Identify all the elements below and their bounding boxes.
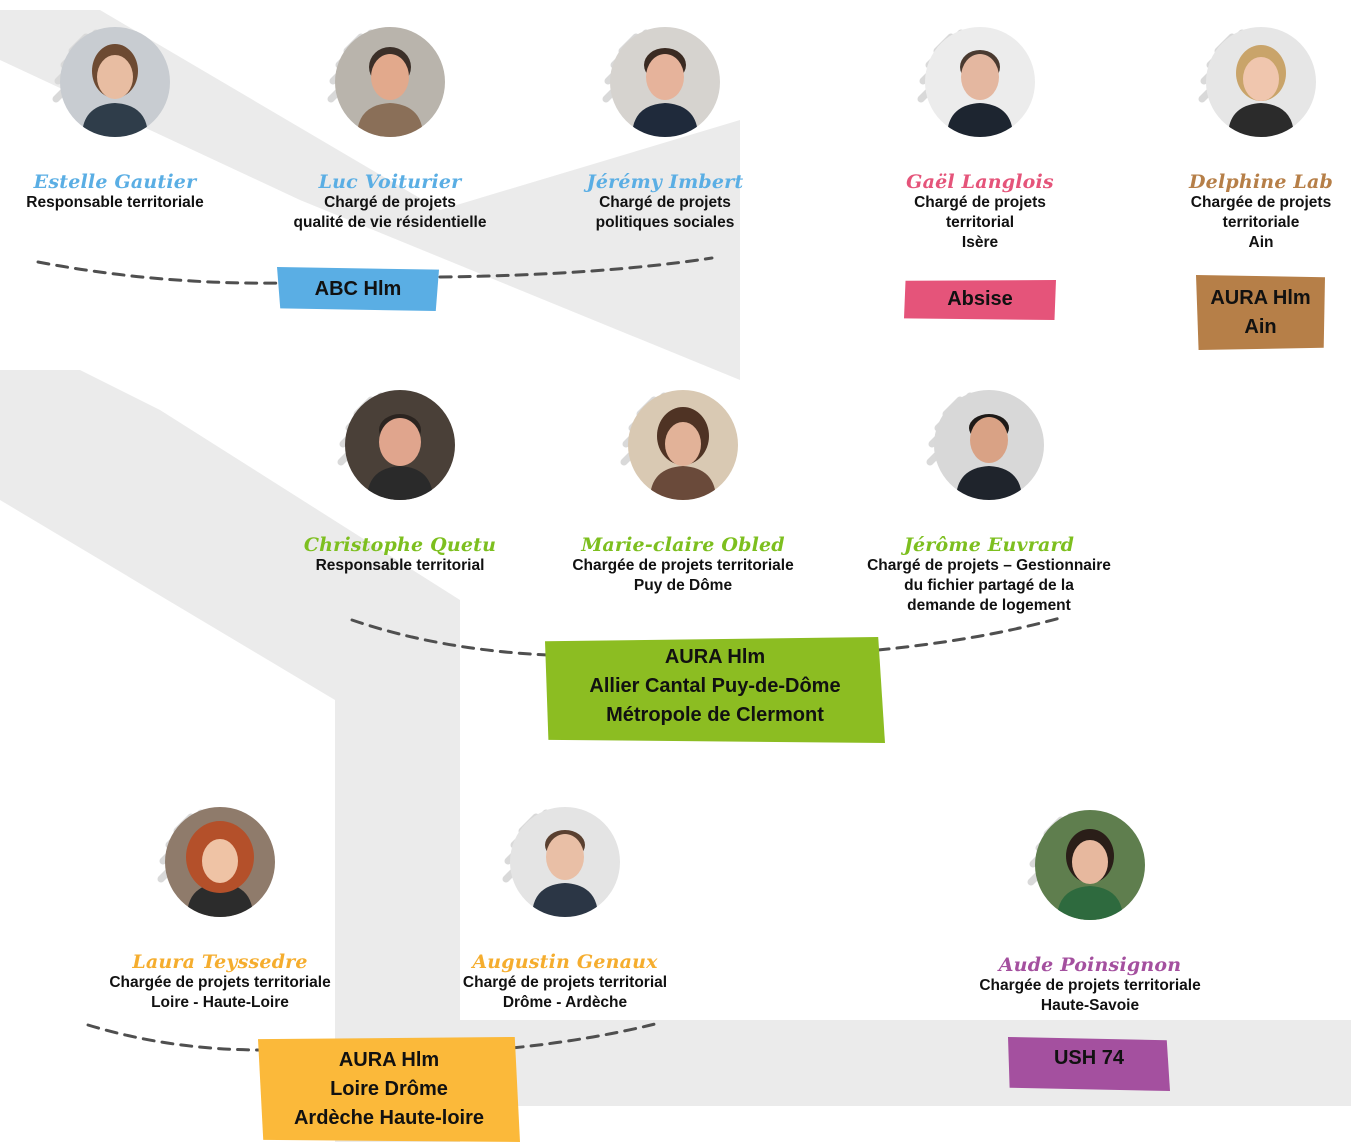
connector-abc-right <box>438 256 714 279</box>
connector-yellow-left <box>86 1023 264 1052</box>
person-role: qualité de vie résidentielle <box>293 214 487 231</box>
person-card: Marie-claire Obled Chargée de projets te… <box>543 390 823 596</box>
person-role: territoriale <box>1222 214 1300 231</box>
person-card: Delphine Lab Chargée de projets territor… <box>1166 27 1351 253</box>
org-tag-line: Métropole de Clermont <box>606 704 824 726</box>
portrait-photo <box>934 390 1044 500</box>
person-role: Loire - Haute-Loire <box>151 994 289 1011</box>
portrait-photo <box>610 27 720 137</box>
person-role: Chargé de projets <box>599 194 731 211</box>
person-name: Laura Teyssedre <box>132 951 308 973</box>
person-card: Luc Voiturier Chargé de projets qualité … <box>255 27 525 233</box>
person-name: Augustin Genaux <box>472 951 658 973</box>
person-name: Luc Voiturier <box>318 171 462 193</box>
person-name: Christophe Quetu <box>303 534 497 556</box>
person-card: Laura Teyssedre Chargée de projets terri… <box>80 807 360 1013</box>
person-role: Puy de Dôme <box>633 577 733 594</box>
person-role: territorial <box>945 214 1015 231</box>
person-role: Ain <box>1248 234 1274 251</box>
person-card: Augustin Genaux Chargé de projets territ… <box>430 807 700 1013</box>
person-name: Marie-claire Obled <box>581 534 785 556</box>
portrait-photo <box>628 390 738 500</box>
person-name: Jérémy Imbert <box>586 171 744 193</box>
org-tag-line: ABC Hlm <box>314 278 402 300</box>
person-name: Estelle Gautier <box>33 171 197 193</box>
connector-green-left <box>350 618 550 657</box>
org-tag-line: Allier Cantal Puy-de-Dôme <box>589 675 841 697</box>
org-tag-line: AURA Hlm <box>1210 287 1311 309</box>
portrait-photo <box>345 390 455 500</box>
person-role: Drôme - Ardèche <box>502 994 628 1011</box>
org-tag-line: Absise <box>947 288 1013 310</box>
org-tag-line: Ardèche Haute-loire <box>293 1107 485 1129</box>
connector-abc-left <box>36 260 287 285</box>
person-role: Chargée de projets <box>1190 194 1332 211</box>
person-name: Jérôme Euvrard <box>903 534 1075 556</box>
org-tag-line: AURA Hlm <box>338 1049 440 1071</box>
person-role: Isère <box>961 234 999 251</box>
org-tag-line: USH 74 <box>1053 1047 1125 1069</box>
person-role: Chargé de projets territorial <box>462 974 668 991</box>
org-tag-aura-ain: AURA Hlm Ain <box>1196 275 1325 350</box>
person-role: Chargée de projets territoriale <box>572 557 794 574</box>
portrait-photo <box>335 27 445 137</box>
org-tag-line: Loire Drôme <box>330 1078 448 1100</box>
person-card: Estelle Gautier Responsable territoriale <box>0 27 230 213</box>
person-role: Haute-Savoie <box>1040 997 1140 1014</box>
person-role: Chargée de projets territoriale <box>109 974 331 991</box>
org-tag-aura-loire: AURA Hlm Loire Drôme Ardèche Haute-loire <box>258 1037 520 1142</box>
person-role: Chargé de projets <box>324 194 456 211</box>
person-name: Delphine Lab <box>1189 171 1333 193</box>
org-tag-absise: Absise <box>904 280 1056 320</box>
person-role: Responsable territorial <box>315 557 485 574</box>
portrait-photo <box>165 807 275 917</box>
org-tag-line: Ain <box>1244 316 1277 338</box>
person-role: du fichier partagé de la <box>904 577 1074 594</box>
tree-trunk <box>0 370 460 1142</box>
portrait-photo <box>60 27 170 137</box>
person-card: Aude Poinsignon Chargée de projets terri… <box>945 810 1235 1016</box>
person-card: Christophe Quetu Responsable territorial <box>290 390 510 576</box>
portrait-photo <box>925 27 1035 137</box>
connector-green-right <box>876 616 1062 652</box>
org-tag-aura-allier: AURA Hlm Allier Cantal Puy-de-Dôme Métro… <box>545 637 885 743</box>
person-card: Jérôme Euvrard Chargé de projets – Gesti… <box>834 390 1144 616</box>
person-role: politiques sociales <box>595 214 735 231</box>
person-role: Responsable territoriale <box>26 194 204 211</box>
person-card: Gaël Langlois Chargé de projets territor… <box>880 27 1080 253</box>
org-tag-abc-hlm: ABC Hlm <box>277 267 439 311</box>
portrait-photo <box>1206 27 1316 137</box>
portrait-photo <box>1035 810 1145 920</box>
person-role: Chargée de projets territoriale <box>979 977 1201 994</box>
org-tag-line: AURA Hlm <box>664 646 766 668</box>
person-card: Jérémy Imbert Chargé de projets politiqu… <box>565 27 765 233</box>
org-tag-ush74: USH 74 <box>1008 1037 1170 1091</box>
person-role: Chargé de projets <box>914 194 1046 211</box>
person-name: Aude Poinsignon <box>998 954 1182 976</box>
person-name: Gaël Langlois <box>906 171 1054 193</box>
person-role: Chargé de projets – Gestionnaire <box>867 557 1111 574</box>
connector-yellow-right <box>510 1022 657 1050</box>
portrait-photo <box>510 807 620 917</box>
person-role: demande de logement <box>907 597 1071 614</box>
tree-branch-top <box>0 10 740 380</box>
